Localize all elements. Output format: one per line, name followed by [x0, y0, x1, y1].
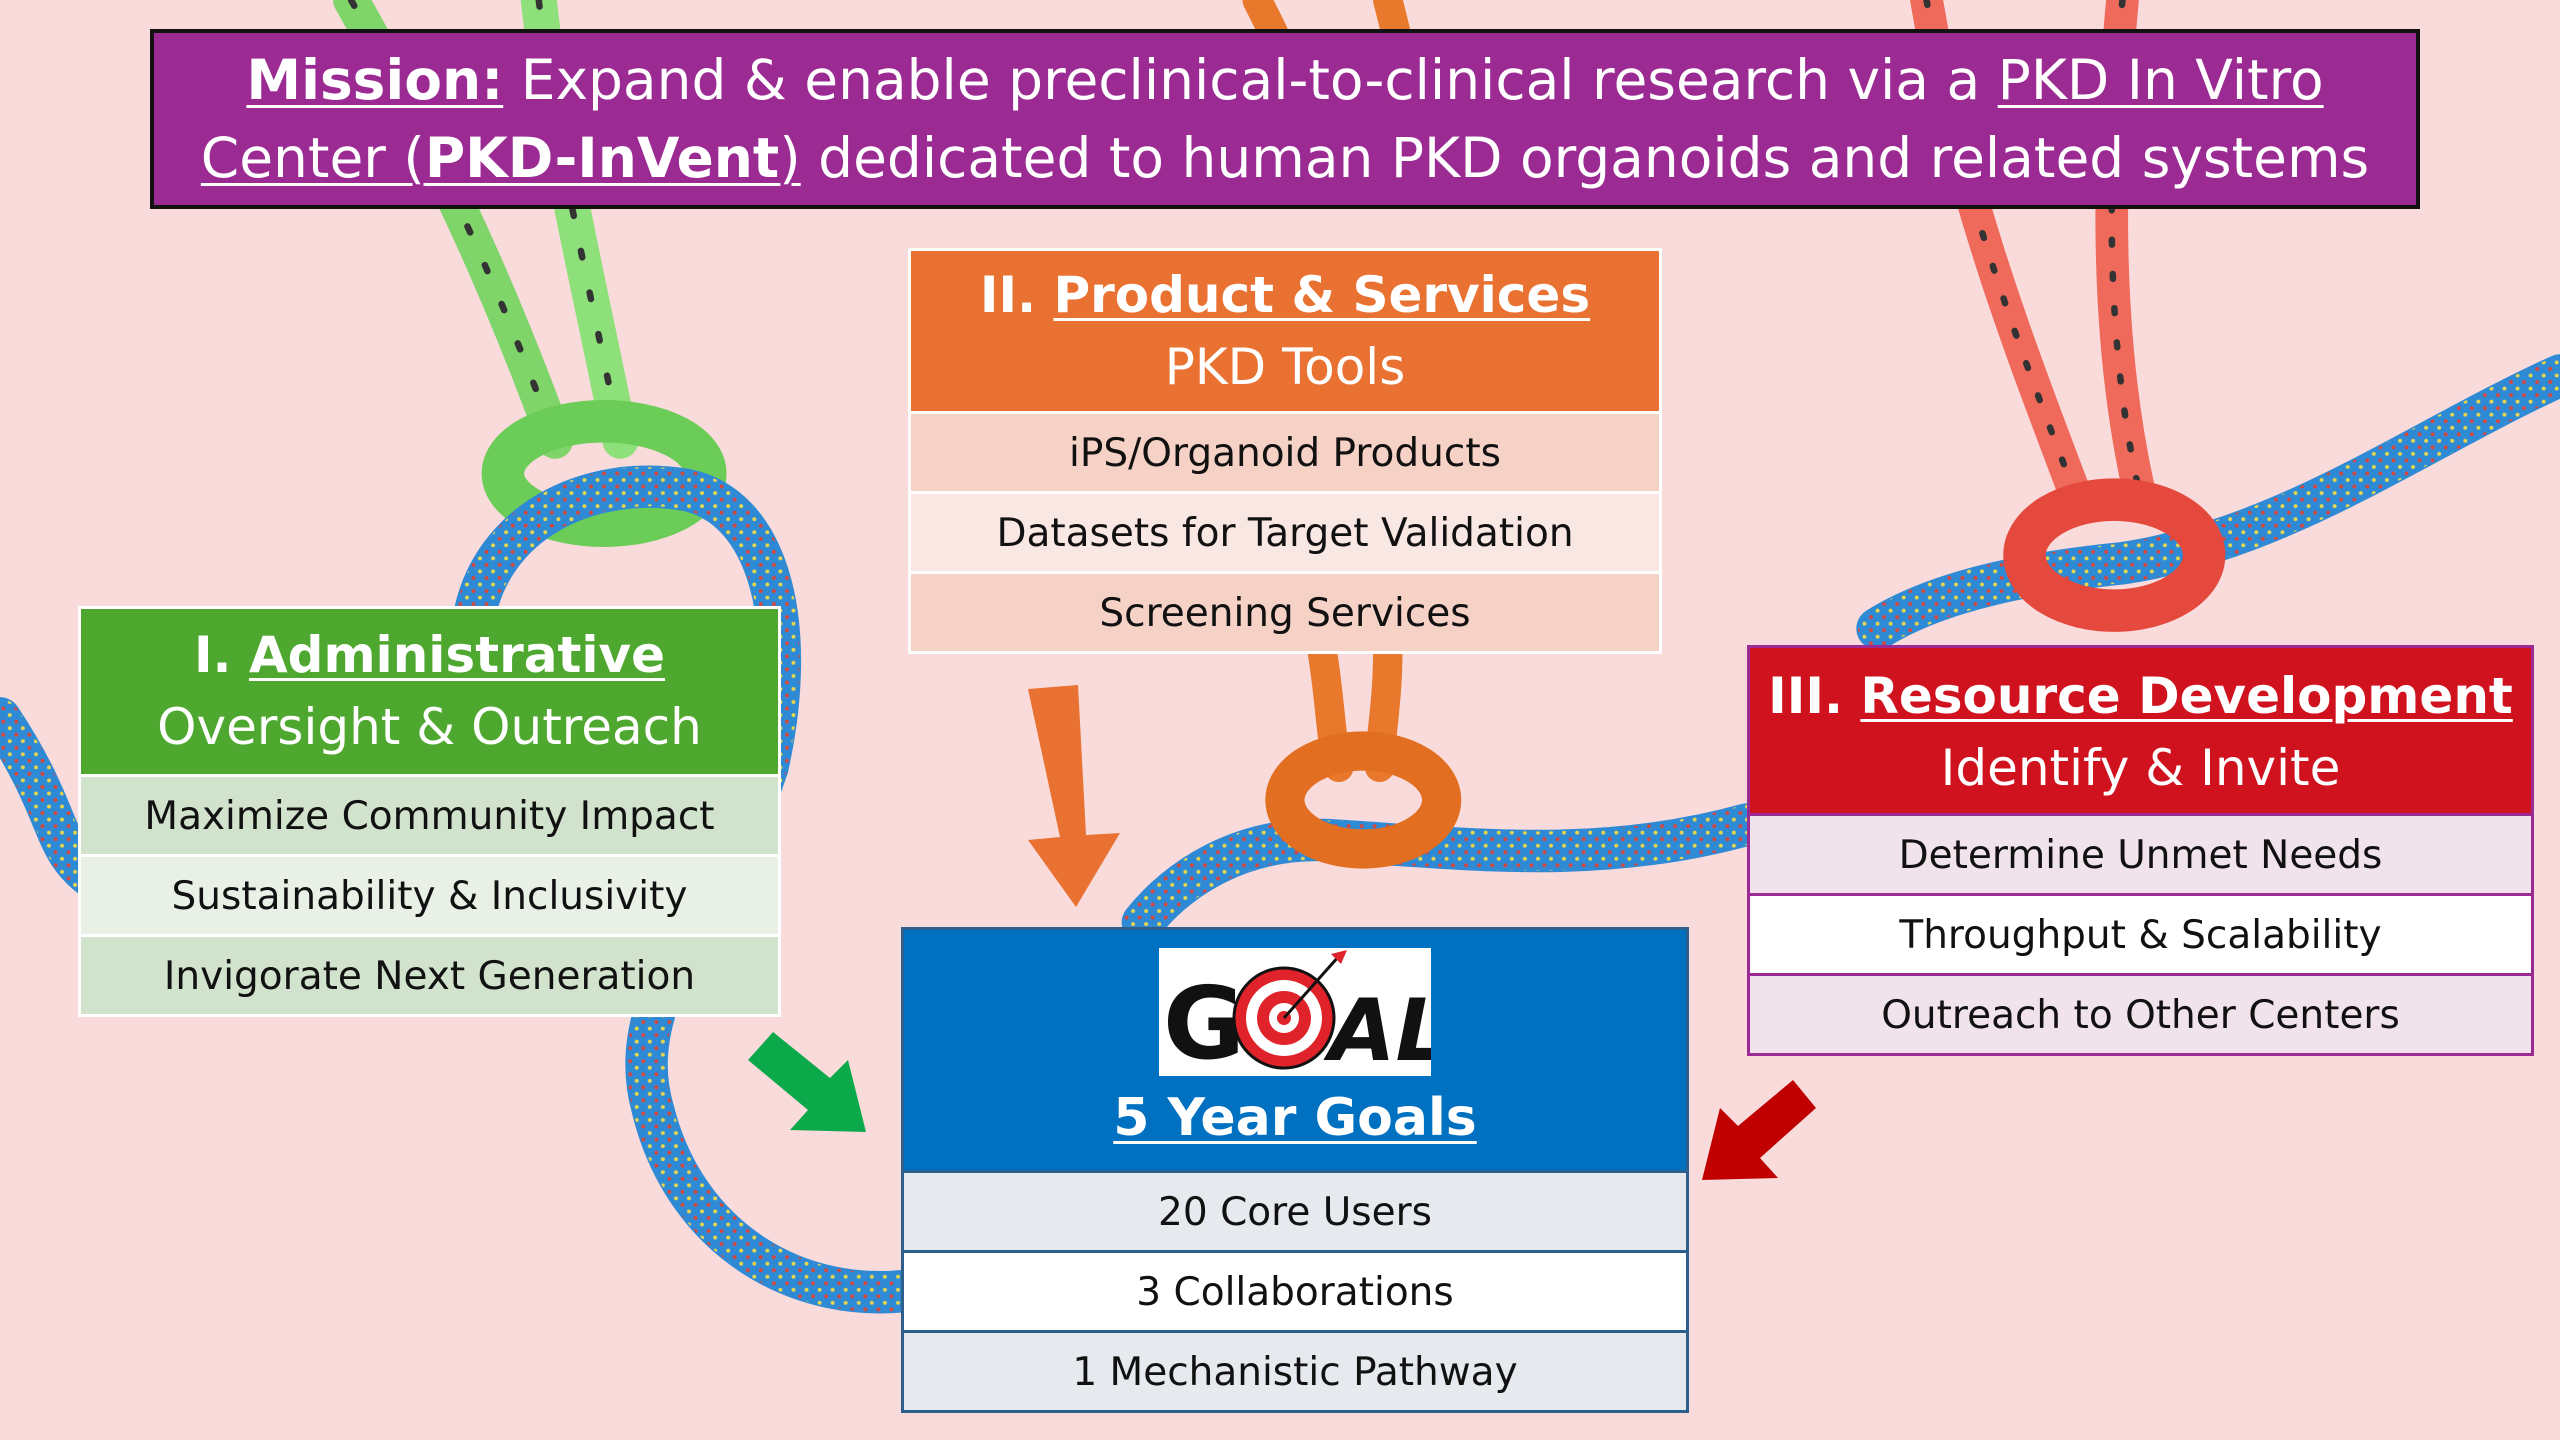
card-header: G AL 5 Year Goals	[904, 930, 1686, 1170]
card-title: Administrative	[248, 626, 666, 684]
card-title: Resource Development	[1860, 667, 2513, 725]
card-subtitle: Oversight & Outreach	[157, 698, 702, 756]
list-item: Invigorate Next Generation	[81, 934, 778, 1014]
list-item: Maximize Community Impact	[81, 774, 778, 854]
list-item: Throughput & Scalability	[1750, 893, 2531, 973]
mission-text: Expand & enable preclinical-to-clinical …	[503, 48, 1998, 112]
green-arrow-icon	[748, 1032, 866, 1132]
red-arrow-icon	[1702, 1080, 1816, 1180]
card-subtitle: Identify & Invite	[1940, 739, 2341, 797]
card-subtitle: PKD Tools	[1164, 338, 1406, 396]
list-item: Sustainability & Inclusivity	[81, 854, 778, 934]
list-item: Screening Services	[911, 571, 1659, 651]
list-item: Determine Unmet Needs	[1750, 813, 2531, 893]
mission-label: Mission:	[246, 48, 504, 112]
pkd-invent-link: PKD In Vitro Center (PKD-InVent)	[200, 48, 2324, 190]
orange-rope	[1242, 0, 1411, 783]
red-knot	[2003, 478, 2226, 632]
card-title: Product & Services	[1053, 266, 1591, 324]
svg-text:G: G	[1163, 965, 1245, 1076]
goal-target-logo: G AL	[1159, 948, 1450, 1082]
orange-arrow-icon	[1028, 685, 1120, 907]
mission-text-end: dedicated to human PKD organoids and rel…	[800, 126, 2370, 190]
mission-banner: Mission: Expand & enable preclinical-to-…	[150, 29, 2420, 209]
list-item: iPS/Organoid Products	[911, 411, 1659, 491]
goal-item: 3 Collaborations	[904, 1250, 1686, 1330]
goal-item: 20 Core Users	[904, 1170, 1686, 1250]
orange-knot	[1265, 731, 1462, 869]
goal-card: G AL 5 Year Goals 20 Core Users 3 Collab…	[901, 927, 1689, 1413]
goal-item: 1 Mechanistic Pathway	[904, 1330, 1686, 1410]
list-item: Datasets for Target Validation	[911, 491, 1659, 571]
svg-text:AL: AL	[1323, 981, 1431, 1076]
list-item: Outreach to Other Centers	[1750, 973, 2531, 1053]
goal-title: 5 Year Goals	[1113, 1088, 1477, 1148]
